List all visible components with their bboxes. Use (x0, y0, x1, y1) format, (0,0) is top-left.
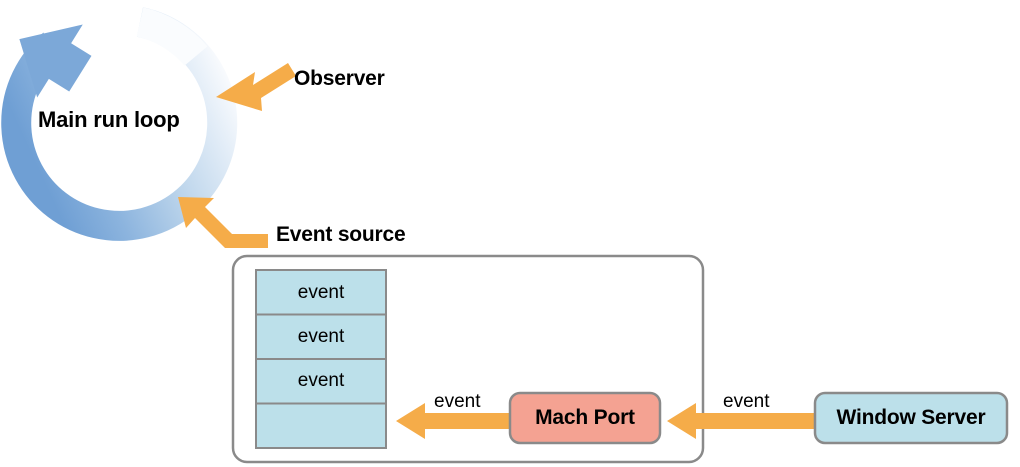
event-queue-cell[interactable] (255, 313, 387, 360)
main-run-loop-ring (1, 7, 238, 241)
window-server-node[interactable] (813, 391, 1009, 445)
flow-arrow-label-windowserver: event (723, 391, 770, 412)
event-queue-cell[interactable] (255, 269, 387, 316)
event-queue-cell-empty[interactable] (255, 402, 387, 449)
arrow-machport-to-queue-shape (396, 403, 511, 439)
arrow-machport-to-queue (396, 403, 511, 439)
observer-label: Observer (294, 67, 385, 90)
flow-arrow-label-machport: event (434, 391, 481, 412)
run-loop-ring-tail (136, 7, 208, 67)
event-source-label: Event source (276, 223, 406, 246)
event-source-arrow-shape (178, 197, 268, 248)
main-run-loop-label: Main run loop (38, 107, 180, 132)
observer-arrow-shape (216, 63, 296, 111)
mach-port-node[interactable] (508, 391, 662, 445)
event-source-container (231, 254, 705, 464)
arrow-winserver-to-machport-shape (667, 403, 816, 439)
observer-arrow (216, 63, 296, 111)
run-loop-arrowhead (19, 24, 92, 98)
arrow-winserver-to-machport (667, 403, 816, 439)
event-source-arrow (178, 197, 268, 248)
event-queue-cell[interactable] (255, 358, 387, 405)
run-loop-ring-stroke (1, 7, 238, 241)
event-queue (255, 269, 387, 449)
